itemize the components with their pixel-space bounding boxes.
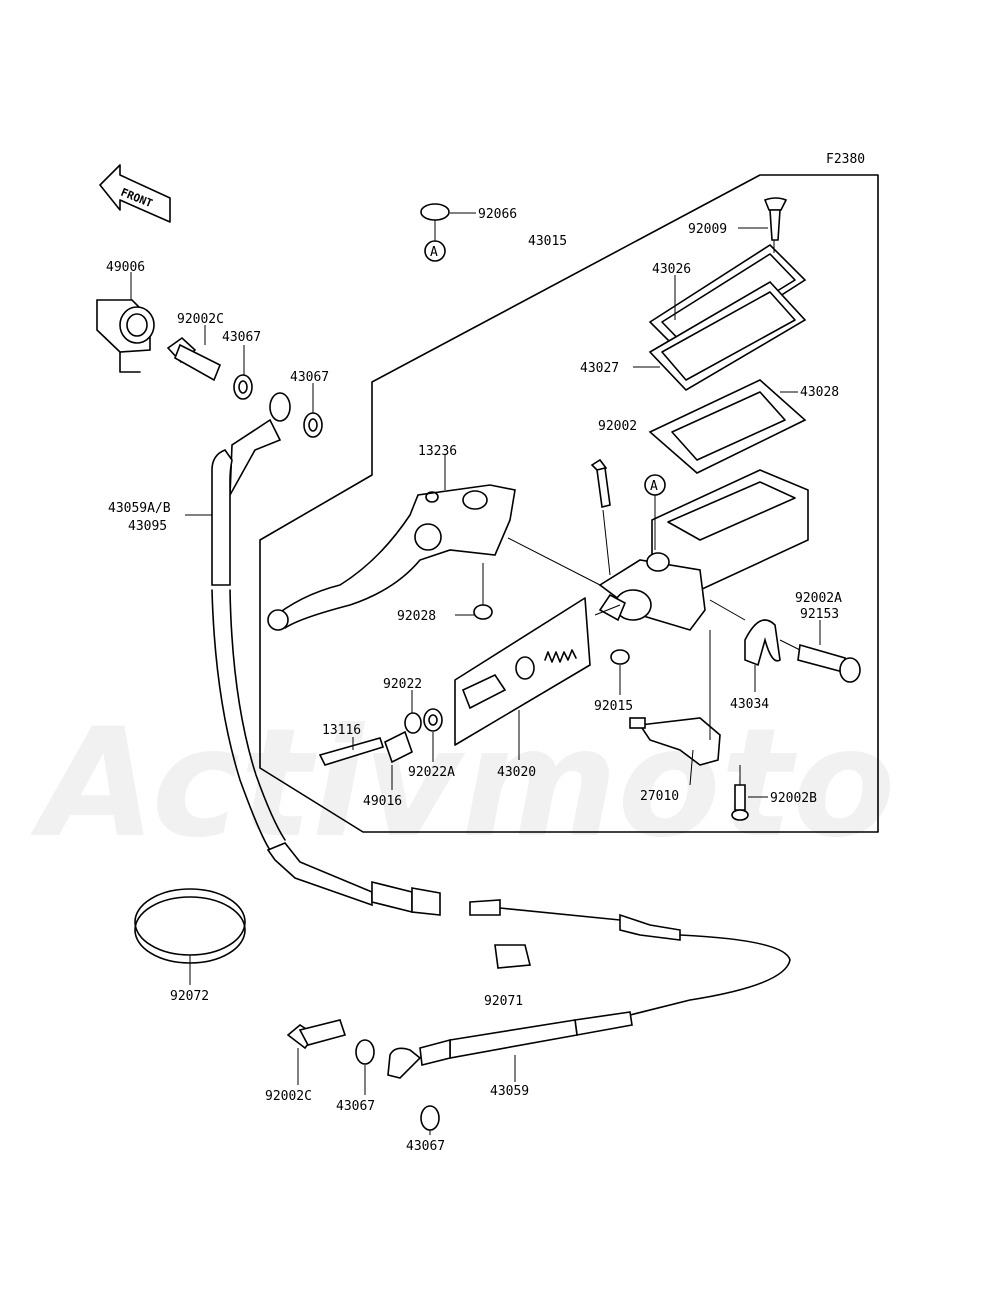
hose-lower: [266, 842, 441, 916]
label-92002: 92002: [598, 419, 637, 434]
label-43026: 43026: [652, 262, 691, 277]
band-92072: [134, 888, 246, 964]
lever-13236: [267, 484, 516, 631]
figure-code: F2380: [826, 152, 865, 167]
label-92002C-top: 92002C: [177, 312, 224, 327]
label-92022A: 92022A: [408, 765, 455, 780]
label-92022: 92022: [383, 677, 422, 692]
label-13116: 13116: [322, 723, 361, 738]
front-arrow: FRONT: [99, 164, 171, 223]
washer-bottom-2: [420, 1105, 440, 1131]
hose-top: [211, 392, 291, 586]
callout-a-1: A: [424, 240, 446, 262]
cable-43059: [387, 899, 791, 1079]
callout-a-2: A: [644, 474, 666, 496]
reservoir-plate: [648, 280, 807, 392]
label-92009: 92009: [688, 222, 727, 237]
washer-92022A: [423, 708, 443, 732]
label-43015: 43015: [528, 234, 567, 249]
switch-27010: [629, 717, 721, 766]
banjo-bolt-bottom: [286, 1019, 347, 1050]
piston-kit: [461, 649, 577, 710]
hose-line: [211, 589, 271, 851]
label-43059: 43059: [490, 1084, 529, 1099]
label-43059AB: 43059A/B: [108, 501, 171, 516]
piston-kit-box: [454, 597, 591, 746]
boot-part: [96, 299, 155, 373]
bolt-92002: [590, 458, 611, 508]
svg-text:A: A: [650, 479, 658, 494]
label-13236: 13236: [418, 444, 457, 459]
label-43067-a: 43067: [222, 330, 261, 345]
label-43067-d: 43067: [406, 1139, 445, 1154]
banjo-bolt-top: [166, 336, 222, 382]
bolt-92153: [797, 643, 861, 683]
label-92002C-bottom: 92002C: [265, 1089, 312, 1104]
boot-49016: [384, 730, 413, 764]
label-43028: 43028: [800, 385, 839, 400]
label-27010: 27010: [640, 789, 679, 804]
label-92015: 92015: [594, 699, 633, 714]
pushrod-13116: [318, 737, 385, 766]
label-43027: 43027: [580, 361, 619, 376]
washer-bottom-1: [355, 1039, 375, 1065]
label-92002A: 92002A: [795, 591, 842, 606]
assembly-boundary: [259, 174, 879, 833]
label-43067-c: 43067: [336, 1099, 375, 1114]
label-92071: 92071: [484, 994, 523, 1009]
label-49006: 49006: [106, 260, 145, 275]
label-43020: 43020: [497, 765, 536, 780]
hose-line-2: [229, 589, 286, 841]
pivot-92028: [473, 604, 493, 620]
label-92072: 92072: [170, 989, 209, 1004]
screw-part: [763, 197, 788, 241]
master-cylinder: [598, 469, 809, 631]
washer-92022: [404, 712, 422, 734]
label-92153: 92153: [800, 607, 839, 622]
washers-top: [233, 374, 323, 438]
label-49016: 49016: [363, 794, 402, 809]
label-92028: 92028: [397, 609, 436, 624]
screw-92002B: [731, 784, 749, 821]
watermark: Activmoto: [30, 697, 895, 871]
label-43034: 43034: [730, 697, 769, 712]
label-43067-b: 43067: [290, 370, 329, 385]
nut-92015: [610, 649, 630, 665]
cap-part: [420, 203, 450, 221]
clamp-43034: [744, 619, 781, 667]
diaphragm: [648, 379, 807, 474]
sleeve-92071: [494, 944, 532, 969]
label-43095: 43095: [128, 519, 167, 534]
label-92002B: 92002B: [770, 791, 817, 806]
svg-text:A: A: [430, 245, 438, 260]
label-92066: 92066: [478, 207, 517, 222]
